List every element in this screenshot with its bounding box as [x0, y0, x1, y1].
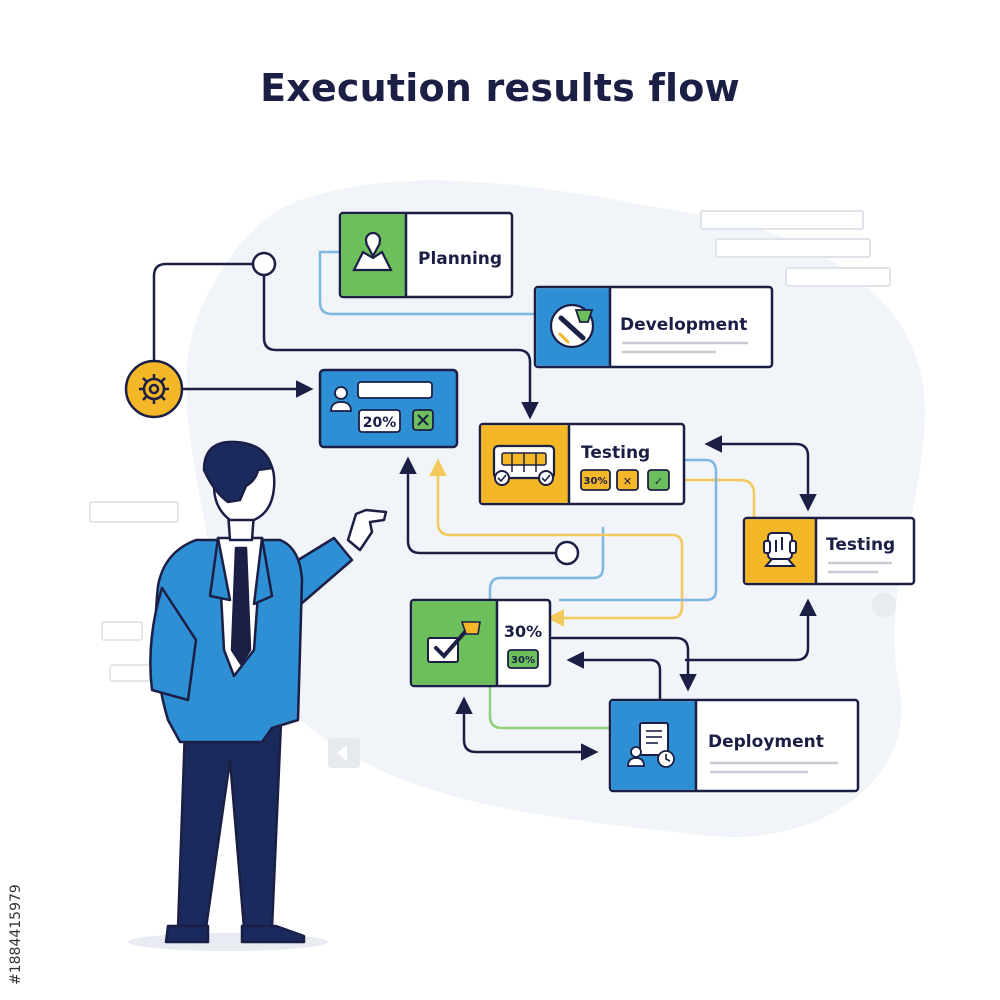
hub-circle-middle	[554, 540, 580, 566]
deployment-label: Deployment	[708, 732, 824, 752]
testing-1-chip-cross: ✕	[623, 475, 632, 488]
ghost-lines-top-right	[700, 210, 891, 287]
development-label: Development	[620, 315, 747, 335]
testing-node-2[interactable]: Testing	[742, 516, 916, 586]
development-text-lines	[622, 341, 748, 354]
checklist-icon	[427, 621, 481, 663]
testing-2-text-lines	[828, 561, 892, 574]
status-card-badge: 20%	[363, 415, 397, 431]
status-card-node[interactable]: 20%	[318, 368, 459, 449]
testing-node-1[interactable]: Testing 30% ✕ ✓	[478, 422, 686, 506]
development-node[interactable]: Development	[533, 285, 774, 369]
testing-2-label: Testing	[826, 535, 895, 555]
document-clock-icon	[627, 722, 675, 768]
cross-icon	[417, 414, 429, 426]
testing-1-chip-check: ✓	[654, 475, 663, 488]
wrench-icon	[549, 303, 595, 349]
presenter-illustration	[128, 440, 388, 951]
gear-icon	[139, 374, 169, 404]
page-title: Execution results flow	[260, 66, 740, 110]
planning-label: Planning	[418, 249, 502, 269]
result-card-label: 30%	[504, 622, 542, 641]
user-icon	[330, 386, 352, 412]
deployment-text-lines	[710, 761, 838, 774]
gear-hub[interactable]	[124, 359, 184, 419]
testing-1-chip-percent: 30%	[584, 476, 608, 487]
result-card-node[interactable]: 30% 30%	[409, 598, 552, 688]
map-pin-icon	[352, 231, 393, 272]
ghost-dot	[872, 593, 896, 617]
testing-1-label: Testing	[581, 443, 650, 463]
flow-lines-navy	[152, 262, 817, 761]
robot-icon	[763, 532, 797, 567]
dashboard-icon	[492, 444, 556, 486]
ghost-play-icon	[328, 738, 360, 768]
result-card-chip: 30%	[511, 655, 535, 666]
hub-circle-top	[251, 251, 277, 277]
planning-node[interactable]: Planning	[338, 211, 514, 299]
deployment-node[interactable]: Deployment	[608, 698, 860, 793]
